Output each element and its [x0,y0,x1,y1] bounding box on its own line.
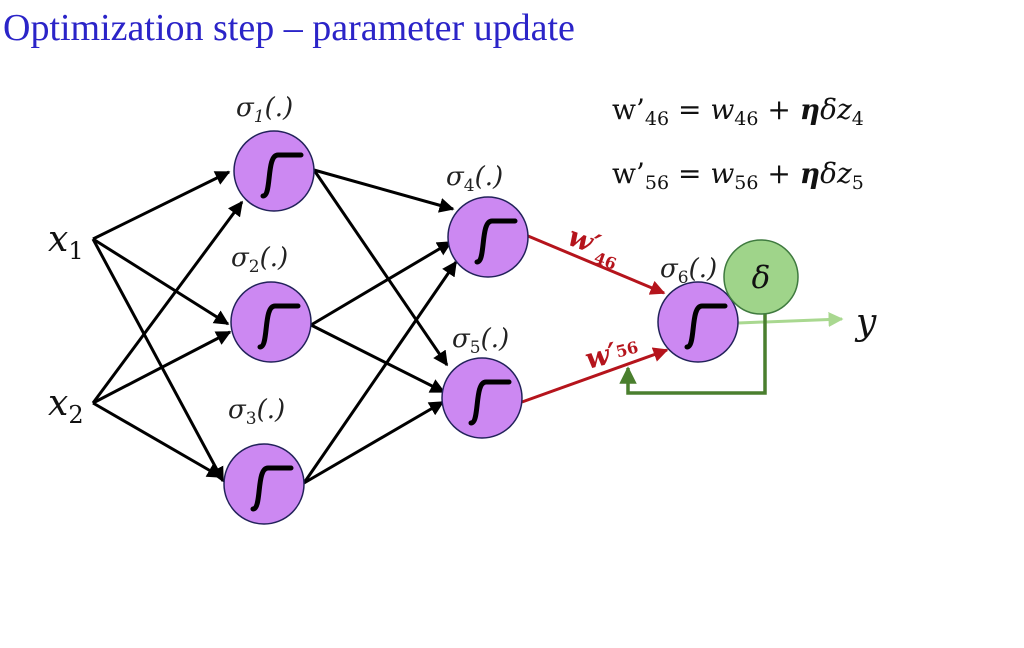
neuron-3 [223,443,305,525]
weight-label-w46: w′46 [562,220,626,274]
neuron-label-6: σ6(.) [660,254,717,288]
edge-n2-n5 [310,323,446,394]
sigmoid-curve-icon [260,152,304,199]
edge-n3-n4 [302,260,458,484]
neuron-label-5: σ5(.) [452,324,509,358]
input-label-x2: x2 [48,383,84,429]
neuron-2 [230,281,312,363]
edge-n1-n4 [313,168,455,213]
feedback-arrow [619,314,767,395]
neuron-circle [223,443,305,525]
edge-x2-n1 [91,200,244,404]
neuron-circle [230,281,312,363]
sigmoid-curve-icon [468,379,512,426]
neuron-circle [233,130,315,212]
equation-w56: w’56 = w56 + ηδz5 [612,157,864,194]
slide-title: Optimization step – parameter update [3,7,575,49]
sigmoid-curve-icon [474,218,518,265]
neuron-circle [657,281,739,363]
delta-node [723,239,799,315]
input-label-x1: x1 [48,219,84,265]
sigmoid-curve-icon [684,303,728,350]
output-label-y: y [854,302,877,343]
edge-x1-n2 [92,237,230,326]
neuron-5 [441,357,523,439]
edge-n3-n5 [303,400,445,485]
neuron-1 [233,130,315,212]
output-arrow [737,312,844,328]
neuron-label-1: σ1(.) [236,93,293,127]
neuron-circle [441,357,523,439]
edge-n2-n4 [310,240,453,327]
neuron-6 [657,281,739,363]
equation-w46: w’46 = w46 + ηδz4 [612,93,864,130]
delta-label: δ [752,260,771,296]
weight-label-w56: w′56 [582,331,642,376]
neuron-label-4: σ4(.) [446,162,503,196]
edge-x2-n2 [92,330,232,405]
sigmoid-curve-icon [257,303,301,350]
edge-x1-n3 [91,238,225,483]
edge-x2-n3 [92,401,223,479]
neuron-label-2: σ2(.) [231,243,288,277]
neuron-label-3: σ3(.) [228,395,285,429]
edge-n5-n6-updated [521,347,669,404]
neuron-4 [447,196,529,278]
edge-n4-n6-updated [527,234,666,295]
edge-x1-n1 [92,170,231,241]
neuron-circle [447,196,529,278]
edge-n1-n5 [312,169,449,367]
sigmoid-curve-icon [250,465,294,512]
